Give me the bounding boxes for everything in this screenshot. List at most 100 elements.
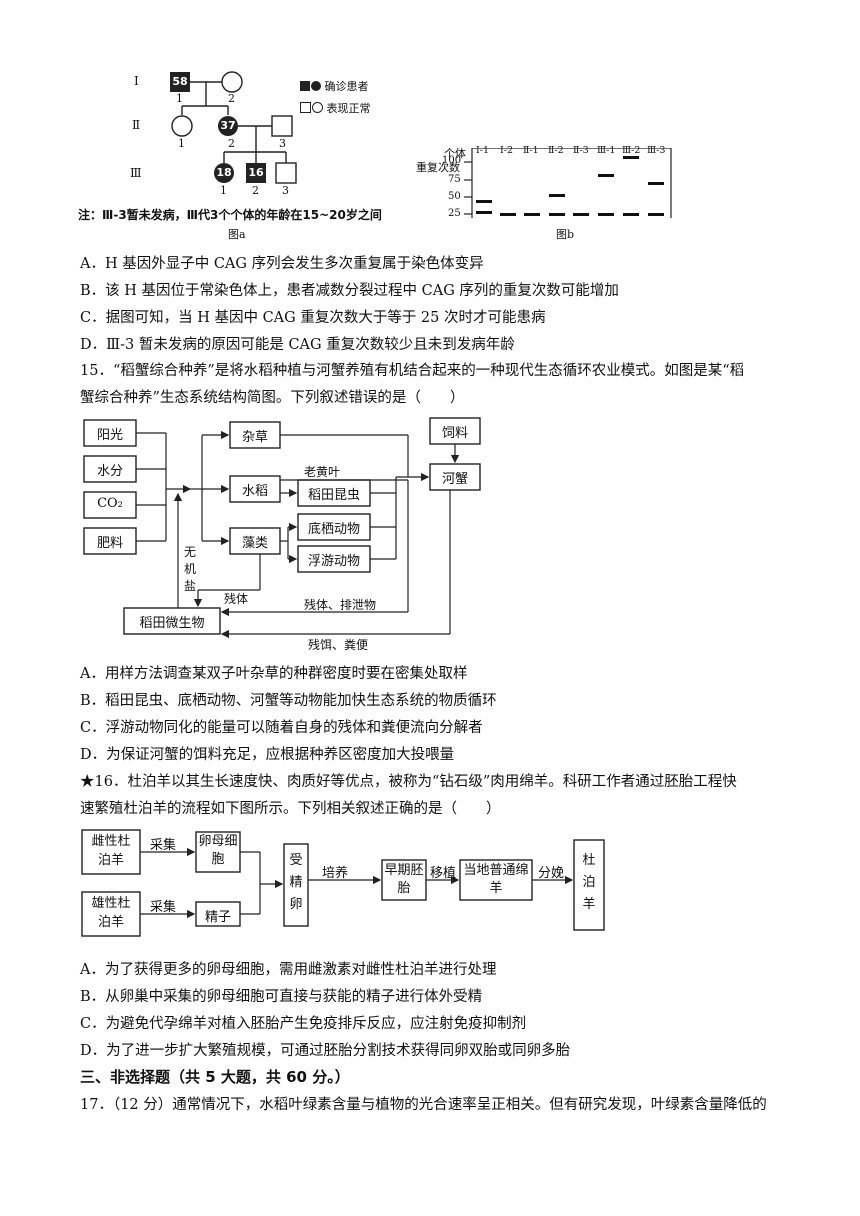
- embryo-flow-svg: [81, 829, 605, 937]
- gel-ylabel: 重复次数: [416, 161, 460, 174]
- q17-stem: 17．（12 分）通常情况下，水稻叶绿素含量与植物的光合速率呈正相关。但有研究发…: [80, 1097, 767, 1113]
- gel-lane-label: Ⅲ-2: [622, 145, 641, 156]
- q15-option-b: B．稻田昆虫、底栖动物、河蟹等动物能加快生态系统的物质循环: [80, 693, 497, 709]
- label-collect: 采集: [150, 838, 177, 853]
- box-female-dorper: 雌性杜泊羊: [91, 834, 131, 868]
- gel-tick-label: 25: [448, 208, 461, 219]
- box-oocyte: 卵母细胞: [198, 834, 238, 867]
- gel-band: [648, 182, 664, 185]
- label-transfer: 移植: [430, 866, 457, 881]
- pedigree-ii1-normal-female: [171, 115, 193, 137]
- q16-option-a: A．为了获得更多的卵母细胞，需用雌激素对雌性杜泊羊进行处理: [80, 962, 497, 978]
- q14-option-d: D．Ⅲ-3 暂未发病的原因可能是 CAG 重复次数较少且未到发病年龄: [80, 337, 515, 353]
- label-residue: 残体: [224, 592, 249, 606]
- pedigree-index: 2: [252, 184, 259, 197]
- label-bait-feces: 残饵、粪便: [308, 638, 369, 652]
- pedigree-iii1-age: 18: [216, 166, 232, 179]
- pedigree-ii3-normal-male: [271, 115, 293, 137]
- legend-affected: 确诊患者: [300, 76, 371, 98]
- embryo-flow-diagram: 雌性杜泊羊 雄性杜泊羊 采集 采集 卵母细胞 精子 受精卵 培养 早期胚胎 移植…: [78, 826, 608, 944]
- label-old-leaves: 老黄叶: [304, 465, 341, 479]
- q15-stem-line2: 蟹综合种养”生态系统结构简图。下列叙述错误的是（ ）: [80, 390, 465, 406]
- gel-band: [549, 194, 565, 197]
- label-inorganic-salts: 无机盐: [184, 545, 197, 593]
- producer-box-rice: 水稻: [241, 484, 268, 499]
- q16-option-b: B．从卵巢中采集的卵母细胞可直接与获能的精子进行体外受精: [80, 989, 483, 1005]
- rice-crab-svg: [83, 417, 481, 639]
- pedigree-ii2-age: 37: [220, 119, 236, 132]
- pedigree-index: 2: [228, 92, 235, 105]
- gel-band: [623, 213, 639, 216]
- box-surrogate-sheep: 当地普通绵羊: [463, 863, 529, 896]
- pedigree-legend: 确诊患者 表现正常: [300, 76, 371, 120]
- legend-affected-circle-icon: [311, 81, 321, 91]
- gel-band: [623, 156, 639, 159]
- pedigree-index: 3: [282, 184, 289, 197]
- legend-normal-label: 表现正常: [326, 102, 371, 115]
- input-box-sunlight: 阳光: [96, 428, 123, 443]
- gel-lane-label: Ⅲ-3: [647, 145, 666, 156]
- label-collect: 采集: [150, 900, 177, 915]
- producer-box-algae: 藻类: [241, 536, 268, 551]
- pedigree-iii3-normal-male: [275, 162, 297, 184]
- gel-band: [476, 211, 492, 214]
- box-dorper-offspring: 杜泊羊: [582, 853, 596, 912]
- input-box-co2: CO₂: [97, 496, 123, 511]
- microbe-box: 稻田微生物: [139, 616, 205, 631]
- input-box-fertilizer: 肥料: [96, 536, 123, 551]
- q15-option-d: D．为保证河蟹的饵料充足，应根据种养区密度加大投喂量: [80, 747, 455, 763]
- q15-option-c: C．浮游动物同化的能量可以随着自身的残体和粪便流向分解者: [80, 720, 483, 736]
- gel-band: [500, 213, 516, 216]
- consumer-box-benthic: 底栖动物: [307, 522, 360, 537]
- label-culture: 培养: [322, 866, 349, 881]
- pedigree-ii2-affected-female: [218, 116, 238, 136]
- pedigree-index: 3: [279, 137, 286, 150]
- gel-lane-label: Ⅰ-2: [500, 145, 514, 156]
- q14-option-a: A．H 基因外显子中 CAG 序列会发生多次重复属于染色体变异: [80, 256, 484, 272]
- feed-box: 饲料: [441, 426, 468, 441]
- pedigree-note: 注：Ⅲ-3暂未发病，Ⅲ代3个个体的年龄在15~20岁之间: [78, 208, 382, 222]
- gel-band: [598, 174, 614, 177]
- q16-option-c: C．为避免代孕绵羊对植入胚胎产生免疫排斥反应，应注射免疫抑制剂: [80, 1016, 527, 1032]
- legend-normal-square-icon: [300, 102, 311, 113]
- section-heading: 三、非选择题（共 5 大题，共 60 分。）: [80, 1068, 350, 1086]
- box-sperm: 精子: [204, 910, 231, 925]
- legend-normal: 表现正常: [300, 98, 371, 120]
- gel-tick-label: 75: [448, 174, 461, 185]
- consumer-box-plankton: 浮游动物: [307, 554, 360, 569]
- figure-b-caption: 图b: [556, 228, 575, 241]
- gel-band: [476, 200, 492, 203]
- q16-stem-line2: 速繁殖杜泊羊的流程如下图所示。下列相关叙述正确的是（ ）: [80, 801, 501, 817]
- gel-band: [573, 213, 589, 216]
- crab-box: 河蟹: [441, 472, 468, 487]
- pedigree-index: 1: [178, 137, 185, 150]
- q15-stem-line1: 15．“稻蟹综合种养”是将水稻种植与河蟹养殖有机结合起来的一种现代生态循环农业模…: [80, 363, 745, 379]
- gel-band: [549, 213, 565, 216]
- input-box-water: 水分: [96, 464, 123, 479]
- figure-a-caption: 图a: [228, 228, 246, 241]
- pedigree-svg: [170, 71, 297, 184]
- legend-normal-circle-icon: [312, 102, 323, 113]
- gel-svg: [464, 148, 672, 218]
- gel-figure: 个体 重复次数 Ⅰ-1 Ⅰ-2 Ⅱ-1 Ⅱ-2 Ⅱ-3 Ⅲ-1 Ⅲ-2 Ⅲ-3 …: [416, 145, 676, 241]
- q16-stem-line1: ★16．杜泊羊以其生长速度快、肉质好等优点，被称为“钻石级”肉用绵羊。科研工作者…: [80, 774, 737, 790]
- pedigree-iii2-affected-male: [246, 163, 266, 183]
- gel-lane-label: Ⅱ-1: [523, 145, 539, 156]
- gel-lane-label: Ⅱ-2: [548, 145, 564, 156]
- gel-band: [598, 213, 614, 216]
- legend-affected-square-icon: [300, 81, 310, 91]
- gel-tick-label: 50: [448, 191, 461, 202]
- pedigree-i1-affected-male: [170, 72, 190, 92]
- gel-lane-label: Ⅱ-3: [573, 145, 589, 156]
- generation-label-i: Ⅰ: [134, 74, 139, 88]
- pedigree-iii2-age: 16: [248, 166, 264, 179]
- pedigree-index: 2: [228, 137, 235, 150]
- box-zygote: 受精卵: [289, 853, 303, 912]
- producer-box-weeds: 杂草: [241, 430, 268, 445]
- box-early-embryo: 早期胚胎: [384, 863, 424, 896]
- pedigree-iii1-affected-female: [214, 163, 234, 183]
- gel-band: [648, 213, 664, 216]
- q16-option-d: D．为了进一步扩大繁殖规模，可通过胚胎分割技术获得同卵双胎或同卵多胎: [80, 1043, 571, 1059]
- gel-lane-label: Ⅰ-1: [476, 145, 490, 156]
- q15-option-a: A．用样方法调查某双子叶杂草的种群密度时要在密集处取样: [80, 666, 468, 682]
